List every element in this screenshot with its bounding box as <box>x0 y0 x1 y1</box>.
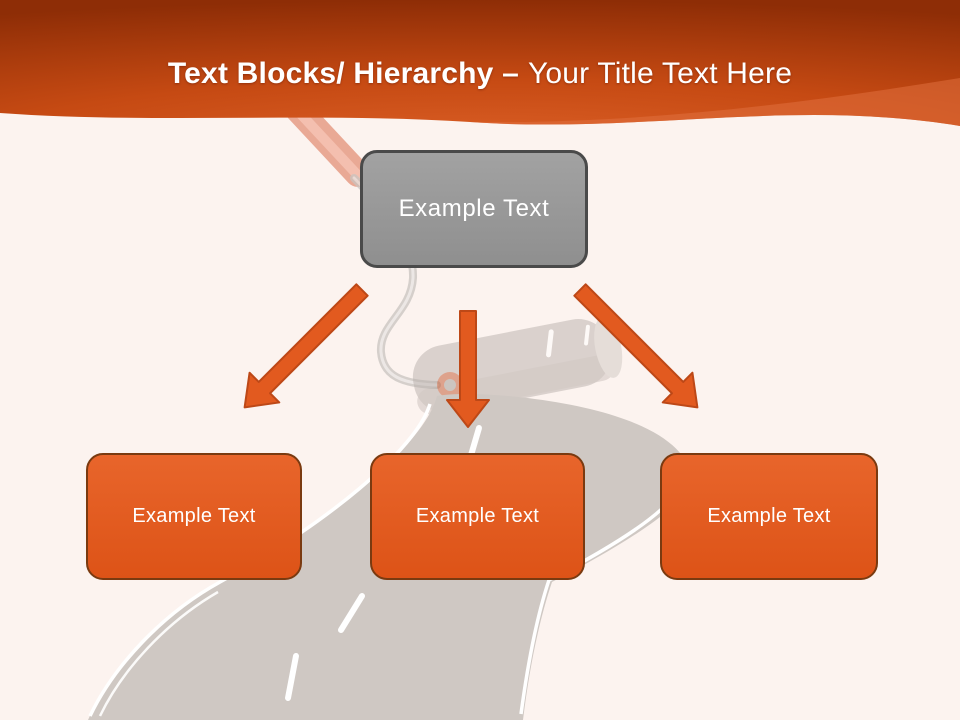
paint-roller-handle <box>284 96 371 187</box>
child-node-label: Example Text <box>415 505 540 527</box>
slide-title-placeholder: Your Title Text Here <box>527 57 793 90</box>
header-banner <box>0 0 960 126</box>
root-node-label: Example Text <box>398 195 550 222</box>
child-node-box-2[interactable]: Example Text <box>370 453 585 580</box>
slide-title[interactable]: Text Blocks/ Hierarchy – Your Title Text… <box>0 50 960 98</box>
child-node-label: Example Text <box>707 505 831 527</box>
child-node-box-3[interactable]: Example Text <box>660 453 878 580</box>
child-node-label: Example Text <box>132 505 256 527</box>
child-node-box-1[interactable]: Example Text <box>86 453 302 580</box>
root-node-box[interactable]: Example Text <box>360 150 588 268</box>
header-light-wave <box>470 78 960 126</box>
arrow-down-left-icon <box>243 283 369 409</box>
arrow-down-icon <box>446 310 490 428</box>
slide-title-bold: Text Blocks/ Hierarchy – <box>167 57 519 90</box>
arrow-down-right-icon <box>573 283 699 409</box>
